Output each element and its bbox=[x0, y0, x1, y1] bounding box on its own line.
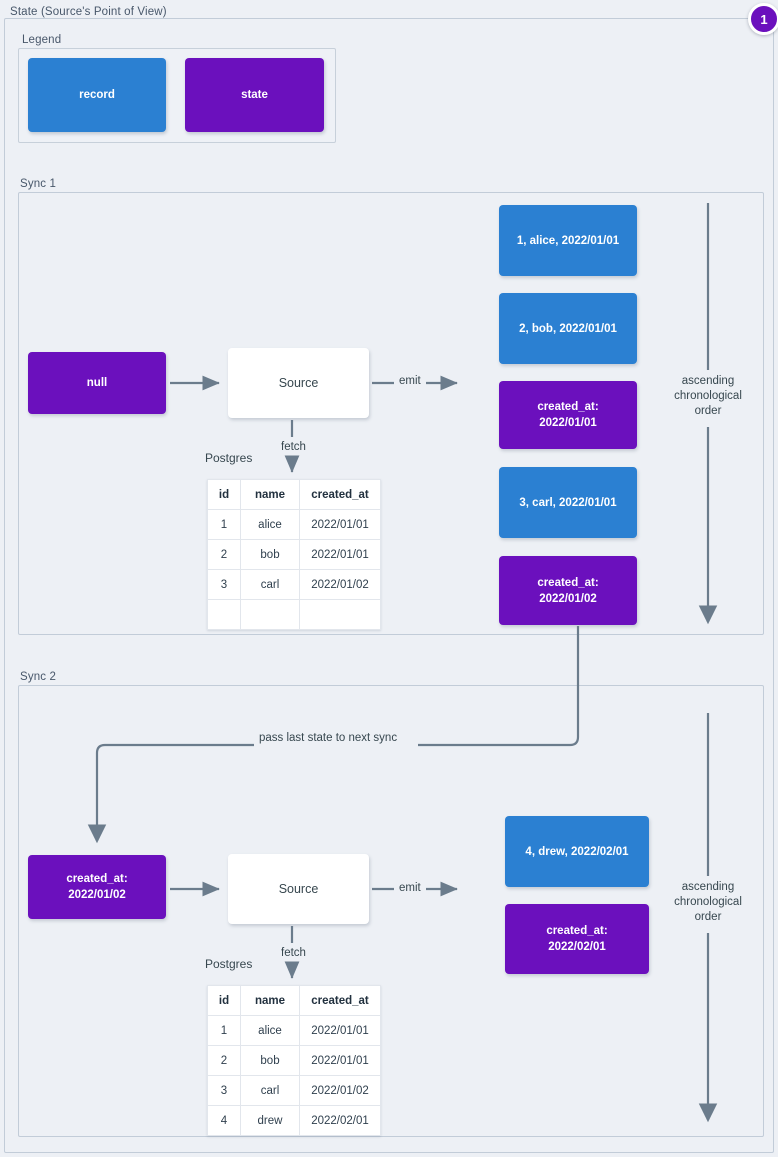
sync1-state-1: created_at: 2022/01/01 bbox=[499, 381, 637, 449]
cell-name bbox=[240, 599, 300, 630]
legend-title: Legend bbox=[22, 34, 62, 46]
sync2-input-state-line2: 2022/01/02 bbox=[68, 889, 126, 901]
sync1-state-1-line1: created_at: bbox=[537, 401, 599, 413]
cell-name: carl bbox=[240, 1075, 300, 1106]
cell-id: 2 bbox=[207, 1045, 241, 1076]
sync1-record-1: 1, alice, 2022/01/01 bbox=[499, 205, 637, 276]
cell-name: alice bbox=[240, 1015, 300, 1046]
cell-created-at: 2022/01/01 bbox=[299, 1045, 381, 1076]
sync1-record-2-label: 2, bob, 2022/01/01 bbox=[519, 322, 617, 335]
sync1-col-name: name bbox=[240, 479, 300, 510]
sync1-db-label: Postgres bbox=[205, 451, 253, 465]
sync2-state-1-line2: 2022/02/01 bbox=[548, 941, 606, 953]
sync1-state-2: created_at: 2022/01/02 bbox=[499, 556, 637, 625]
table-row: 1 alice 2022/01/01 bbox=[207, 1015, 381, 1046]
cell-name: drew bbox=[240, 1105, 300, 1136]
sync2-db-label: Postgres bbox=[205, 957, 253, 971]
cell-id: 1 bbox=[207, 509, 241, 540]
sync2-col-id: id bbox=[207, 985, 241, 1016]
cell-name: alice bbox=[240, 509, 300, 540]
sync2-emit-label: emit bbox=[396, 882, 424, 894]
table-row: 3 carl 2022/01/02 bbox=[207, 1075, 381, 1106]
sync2-col-name: name bbox=[240, 985, 300, 1016]
outer-frame bbox=[4, 18, 774, 1153]
sync1-record-3-label: 3, carl, 2022/01/01 bbox=[519, 496, 617, 509]
table-row: 3 carl 2022/01/02 bbox=[207, 569, 381, 600]
sync2-input-state: created_at: 2022/01/02 bbox=[28, 855, 166, 919]
sync1-order-label: ascending chronological order bbox=[664, 374, 752, 419]
pass-state-label: pass last state to next sync bbox=[256, 732, 401, 744]
table-header-row: id name created_at bbox=[207, 985, 381, 1016]
legend-item-state: state bbox=[185, 58, 324, 132]
cell-id: 2 bbox=[207, 539, 241, 570]
sync1-state-1-line2: 2022/01/01 bbox=[539, 417, 597, 429]
cell-created-at: 2022/01/02 bbox=[299, 1075, 381, 1106]
cell-id: 1 bbox=[207, 1015, 241, 1046]
sync1-record-3: 3, carl, 2022/01/01 bbox=[499, 467, 637, 538]
sync2-input-state-line1: created_at: bbox=[66, 873, 128, 885]
cell-id: 3 bbox=[207, 569, 241, 600]
sync1-source-label: Source bbox=[278, 376, 319, 390]
sync2-record-1-label: 4, drew, 2022/02/01 bbox=[525, 845, 629, 858]
sync2-source-node: Source bbox=[228, 854, 369, 924]
legend-item-record: record bbox=[28, 58, 166, 132]
page-title: State (Source's Point of View) bbox=[10, 6, 167, 18]
sync2-frame bbox=[18, 685, 764, 1137]
table-row-empty bbox=[207, 599, 381, 630]
sync1-title: Sync 1 bbox=[20, 178, 57, 190]
cell-name: bob bbox=[240, 1045, 300, 1076]
sync2-postgres-table: id name created_at 1 alice 2022/01/01 2 … bbox=[207, 985, 381, 1136]
sync1-input-state: null bbox=[28, 352, 166, 414]
sync2-source-label: Source bbox=[278, 882, 319, 896]
cell-created-at: 2022/01/02 bbox=[299, 569, 381, 600]
sync2-state-1: created_at: 2022/02/01 bbox=[505, 904, 649, 974]
sync2-title: Sync 2 bbox=[20, 671, 57, 683]
cell-created-at: 2022/01/01 bbox=[299, 1015, 381, 1046]
step-badge[interactable]: 1 bbox=[748, 3, 778, 35]
cell-created-at: 2022/02/01 bbox=[299, 1105, 381, 1136]
sync2-state-1-line1: created_at: bbox=[546, 925, 608, 937]
table-row: 4 drew 2022/02/01 bbox=[207, 1105, 381, 1136]
sync1-frame bbox=[18, 192, 764, 635]
sync1-input-state-label: null bbox=[86, 377, 108, 389]
cell-id: 3 bbox=[207, 1075, 241, 1106]
sync1-col-created-at: created_at bbox=[299, 479, 381, 510]
table-row: 1 alice 2022/01/01 bbox=[207, 509, 381, 540]
table-row: 2 bob 2022/01/01 bbox=[207, 1045, 381, 1076]
cell-id: 4 bbox=[207, 1105, 241, 1136]
cell-created-at: 2022/01/01 bbox=[299, 509, 381, 540]
sync1-fetch-label: fetch bbox=[278, 441, 309, 453]
table-header-row: id name created_at bbox=[207, 479, 381, 510]
sync2-record-1: 4, drew, 2022/02/01 bbox=[505, 816, 649, 887]
sync1-emit-label: emit bbox=[396, 375, 424, 387]
sync2-fetch-label: fetch bbox=[278, 947, 309, 959]
sync1-state-2-line1: created_at: bbox=[537, 576, 599, 589]
sync1-col-id: id bbox=[207, 479, 241, 510]
sync1-postgres-table: id name created_at 1 alice 2022/01/01 2 … bbox=[207, 479, 381, 630]
sync2-order-label: ascending chronological order bbox=[664, 880, 752, 925]
sync2-col-created-at: created_at bbox=[299, 985, 381, 1016]
cell-id bbox=[207, 599, 241, 630]
table-row: 2 bob 2022/01/01 bbox=[207, 539, 381, 570]
sync1-record-1-label: 1, alice, 2022/01/01 bbox=[516, 234, 620, 247]
cell-name: bob bbox=[240, 539, 300, 570]
cell-name: carl bbox=[240, 569, 300, 600]
cell-created-at bbox=[299, 599, 381, 630]
sync1-record-2: 2, bob, 2022/01/01 bbox=[499, 293, 637, 364]
cell-created-at: 2022/01/01 bbox=[299, 539, 381, 570]
sync1-state-2-line2: 2022/01/02 bbox=[539, 592, 597, 605]
sync1-source-node: Source bbox=[228, 348, 369, 418]
